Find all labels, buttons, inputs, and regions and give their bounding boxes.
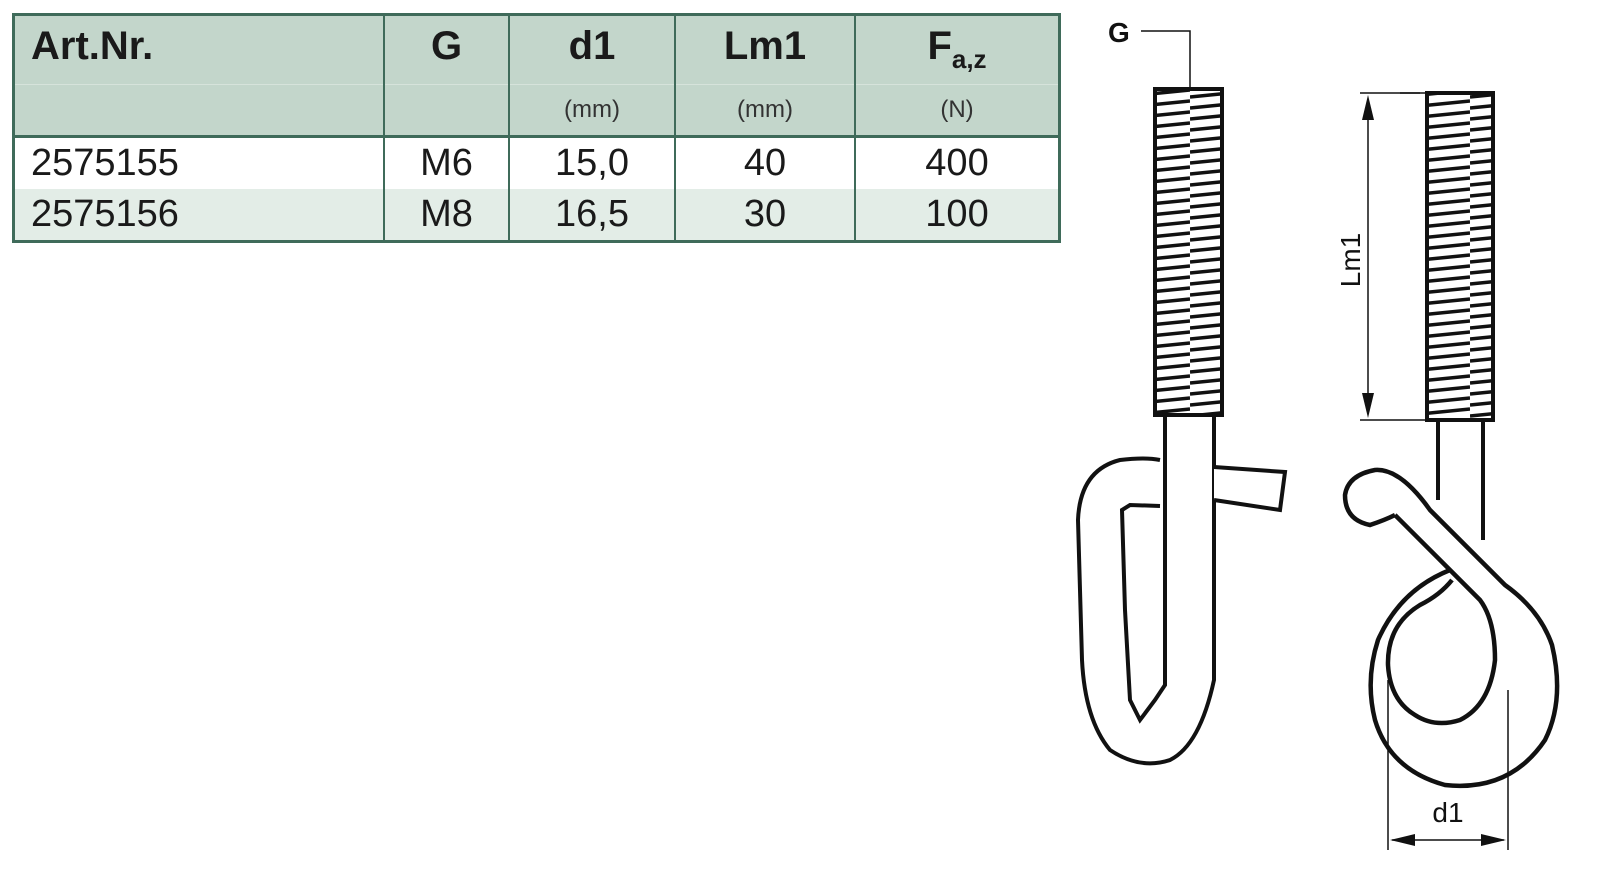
side-view-hook: G bbox=[1075, 17, 1288, 766]
wire-end bbox=[1213, 465, 1288, 513]
arrow-right-icon bbox=[1481, 834, 1506, 846]
cell-g: M8 bbox=[383, 189, 510, 242]
cell-f-az: 400 bbox=[854, 136, 1061, 189]
eye-inner bbox=[1385, 513, 1498, 726]
label-lm1: Lm1 bbox=[1335, 233, 1366, 287]
technical-drawing: G Lm1 d1 bbox=[1075, 17, 1560, 850]
label-g: G bbox=[1108, 17, 1130, 48]
thread-section-front bbox=[1425, 91, 1495, 422]
arrow-down-icon bbox=[1362, 393, 1374, 418]
eye-outer bbox=[1342, 467, 1560, 789]
cell-lm1: 40 bbox=[674, 136, 856, 189]
unit-d1: (mm) bbox=[508, 84, 676, 138]
thread-section bbox=[1153, 87, 1224, 417]
arrow-up-icon bbox=[1362, 95, 1374, 120]
cell-art-nr: 2575156 bbox=[12, 189, 385, 242]
header-f-az: Fa,z bbox=[854, 14, 1061, 85]
specification-table: Art.Nr. G d1 Lm1 Fa,z (mm) (mm) (N) 2575… bbox=[12, 13, 1061, 243]
header-d1: d1 bbox=[508, 14, 676, 85]
unit-art-nr bbox=[12, 84, 385, 138]
cell-d1: 16,5 bbox=[508, 189, 676, 242]
cell-g: M6 bbox=[383, 136, 510, 189]
cell-lm1: 30 bbox=[674, 189, 856, 242]
g-leader-line bbox=[1141, 30, 1191, 89]
table-row: 2575156 M8 16,5 30 100 bbox=[12, 189, 1061, 242]
hook-outer bbox=[1075, 415, 1216, 766]
front-view-eye-hook: Lm1 d1 bbox=[1335, 91, 1560, 850]
cell-f-az: 100 bbox=[854, 189, 1061, 242]
cell-art-nr: 2575155 bbox=[12, 136, 385, 189]
unit-row: (mm) (mm) (N) bbox=[12, 84, 1061, 138]
header-f-label: F bbox=[927, 24, 952, 68]
header-lm1: Lm1 bbox=[674, 14, 856, 85]
unit-g bbox=[383, 84, 510, 138]
header-art-nr: Art.Nr. bbox=[12, 14, 385, 85]
header-f-subscript: a,z bbox=[951, 44, 987, 74]
header-g: G bbox=[383, 14, 510, 85]
unit-f-az: (N) bbox=[854, 84, 1061, 138]
header-row: Art.Nr. G d1 Lm1 Fa,z bbox=[12, 14, 1061, 85]
table-row: 2575155 M6 15,0 40 400 bbox=[12, 136, 1061, 189]
hook-inner bbox=[1119, 415, 1167, 724]
label-d1: d1 bbox=[1432, 797, 1463, 828]
unit-lm1: (mm) bbox=[674, 84, 856, 138]
cell-d1: 15,0 bbox=[508, 136, 676, 189]
arrow-left-icon bbox=[1390, 834, 1415, 846]
